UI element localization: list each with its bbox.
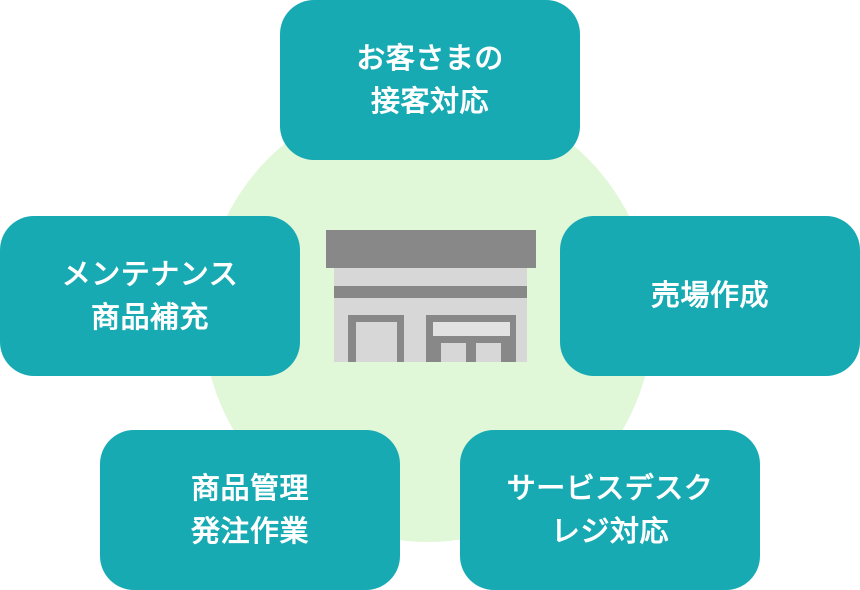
box-bottom-left-line2: 発注作業 <box>190 514 309 548</box>
store-roof <box>326 230 536 268</box>
box-product-management: 商品管理 発注作業 <box>100 430 400 590</box>
box-top-line2: 接客対応 <box>370 84 489 118</box>
box-service-desk: サービスデスク レジ対応 <box>460 430 760 590</box>
box-bottom-right-line2: レジ対応 <box>550 514 669 548</box>
box-maintenance: メンテナンス 商品補充 <box>0 216 300 376</box>
store-window-right <box>476 343 501 362</box>
box-bottom-right-line1: サービスデスク <box>506 470 714 505</box>
store-door <box>356 322 397 362</box>
box-left-line2: 商品補充 <box>90 300 209 334</box>
box-left-line1: メンテナンス <box>61 256 239 291</box>
box-bottom-left-line1: 商品管理 <box>190 470 309 505</box>
store-stripe <box>334 286 527 298</box>
box-sales-floor: 売場作成 <box>560 216 860 376</box>
box-top-line1: お客さまの <box>356 40 504 75</box>
store-icon <box>326 230 536 362</box>
box-customer-service: お客さまの 接客対応 <box>280 0 580 160</box>
store-window-left <box>441 343 466 362</box>
box-right-line1: 売場作成 <box>650 278 769 313</box>
store-window-top <box>433 322 510 336</box>
